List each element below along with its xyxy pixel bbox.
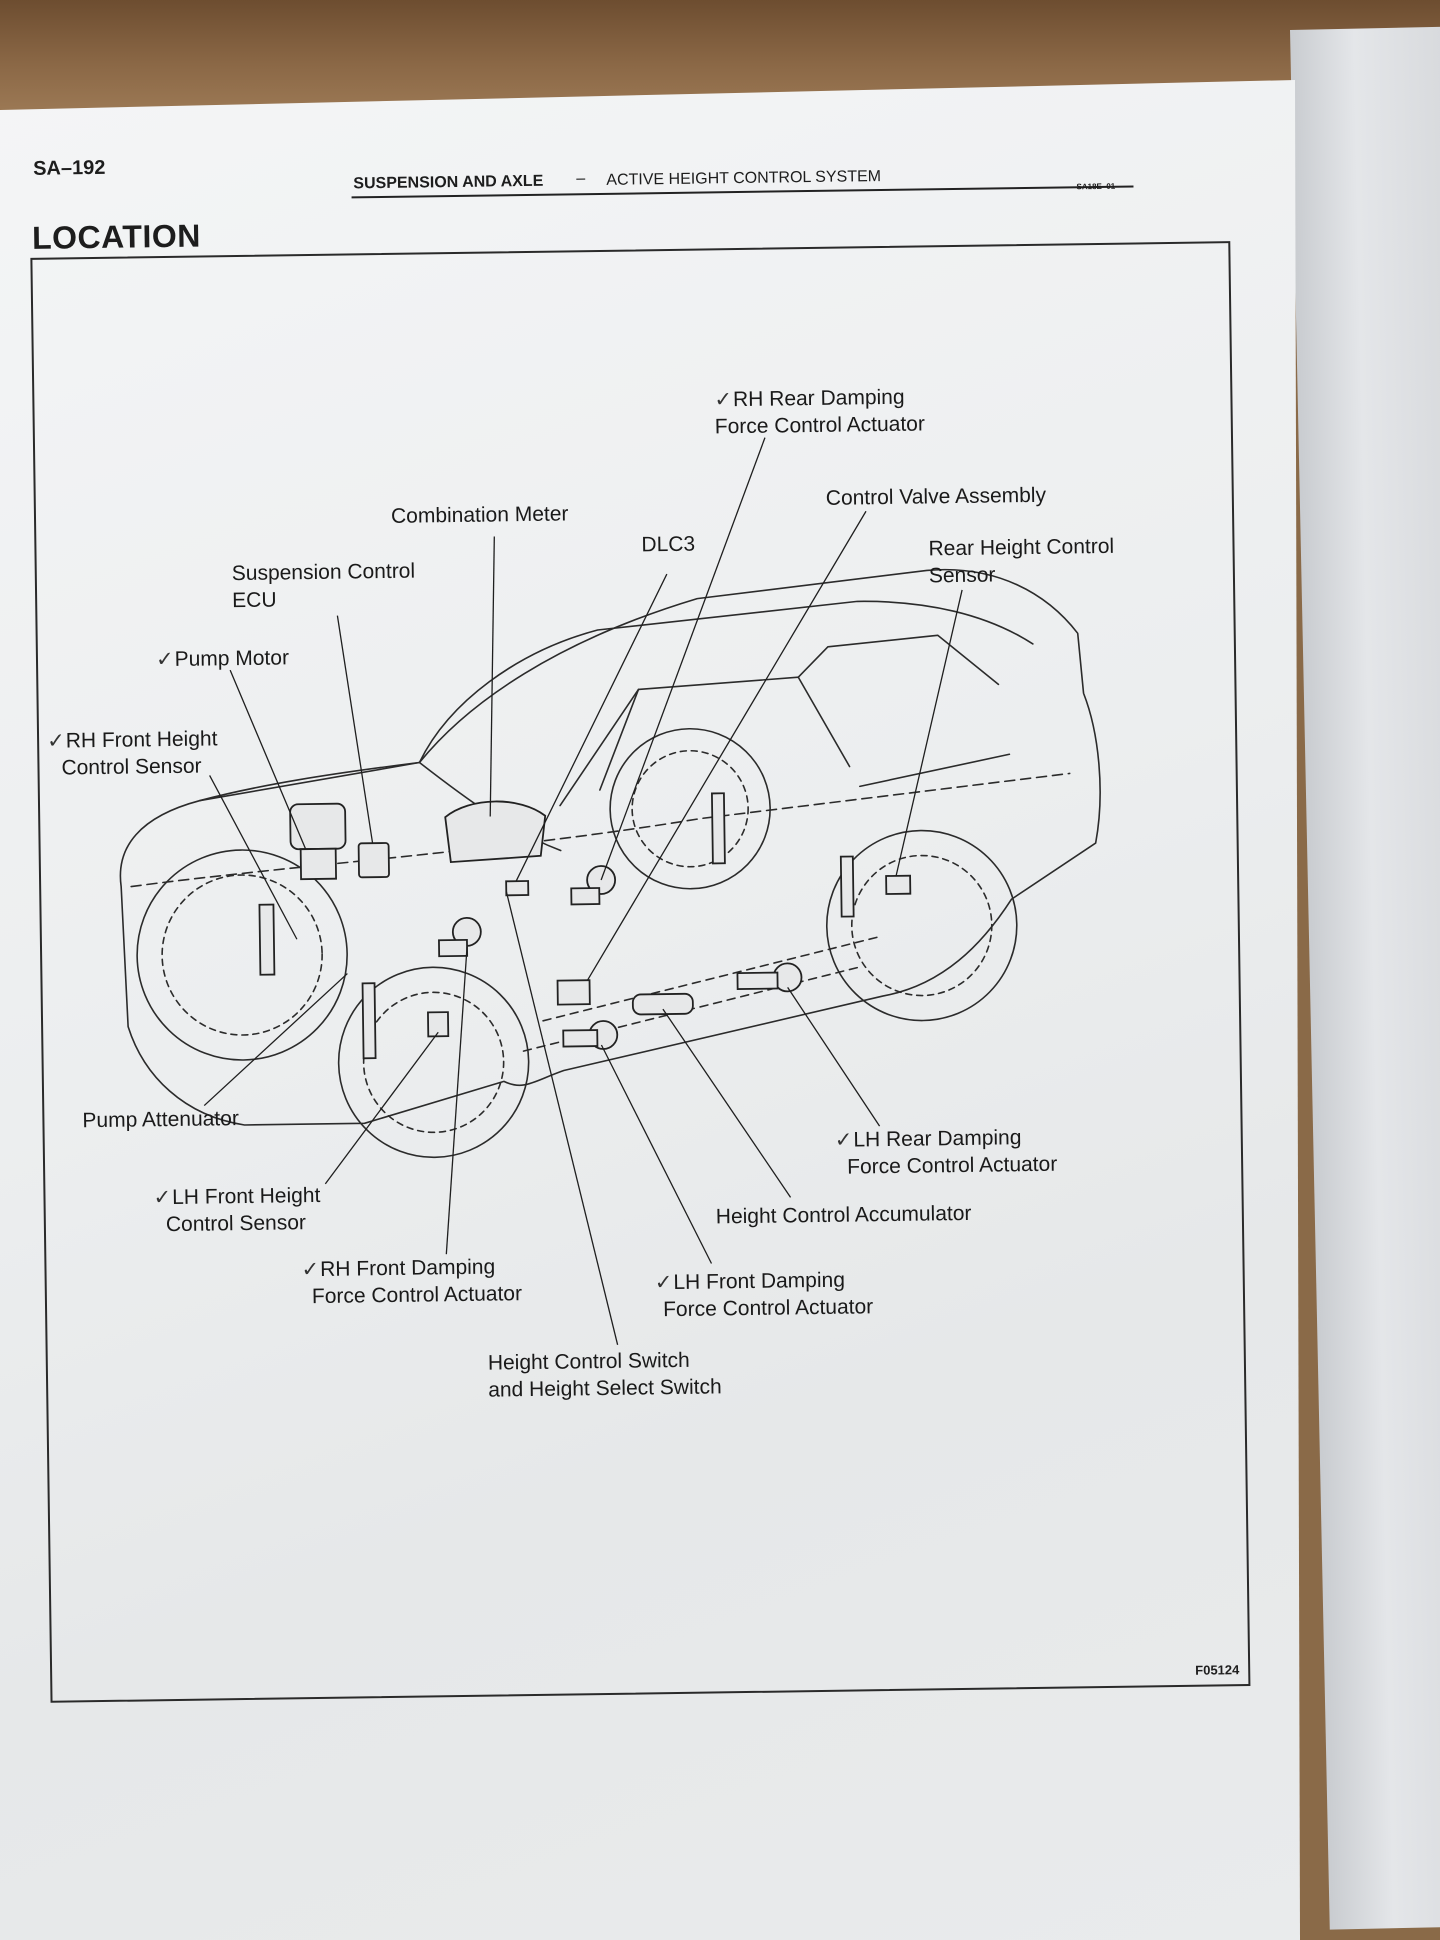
label-dlc3: DLC3 xyxy=(641,532,696,557)
leader-lines xyxy=(203,437,963,1345)
label-lh-front-height-control-sensor: ✓LH Front Height Control Sensor xyxy=(153,1183,321,1237)
label-rh-front-height-control-sensor: ✓RH Front Height Control Sensor xyxy=(46,727,218,780)
label-lh-rear-damping-actuator: ✓LH Rear Damping Force Control Actuator xyxy=(834,1126,1058,1179)
checkmark-icon: ✓ xyxy=(834,1127,853,1152)
label-rh-rear-damping-actuator: ✓RH Rear Damping Force Control Actuator xyxy=(714,385,926,439)
label-pump-motor: ✓Pump Motor xyxy=(155,646,290,672)
label-rh-front-damping-actuator: ✓RH Front Damping Force Control Actuator xyxy=(301,1255,523,1309)
label-combination-meter: Combination Meter xyxy=(390,502,569,528)
label-suspension-control-ecu: Suspension Control ECU xyxy=(231,559,416,613)
checkmark-icon: ✓ xyxy=(155,646,174,672)
checkmark-icon: ✓ xyxy=(46,728,65,753)
checkmark-icon: ✓ xyxy=(301,1256,320,1282)
label-control-valve-assembly: Control Valve Assembly xyxy=(825,483,1047,510)
label-lh-front-damping-actuator: ✓LH Front Damping Force Control Actuator xyxy=(654,1268,874,1322)
checkmark-icon: ✓ xyxy=(714,387,733,412)
label-pump-attenuator: Pump Attenuator xyxy=(82,1107,240,1133)
checkmark-icon: ✓ xyxy=(153,1185,172,1210)
label-height-control-switch: Height Control Switch and Height Select … xyxy=(487,1348,722,1402)
label-rear-height-control-sensor: Rear Height Control Sensor xyxy=(928,534,1115,588)
components xyxy=(258,792,912,1060)
figure-code: F05124 xyxy=(1195,1662,1240,1678)
label-height-control-accumulator: Height Control Accumulator xyxy=(715,1201,972,1229)
checkmark-icon: ✓ xyxy=(654,1270,673,1295)
